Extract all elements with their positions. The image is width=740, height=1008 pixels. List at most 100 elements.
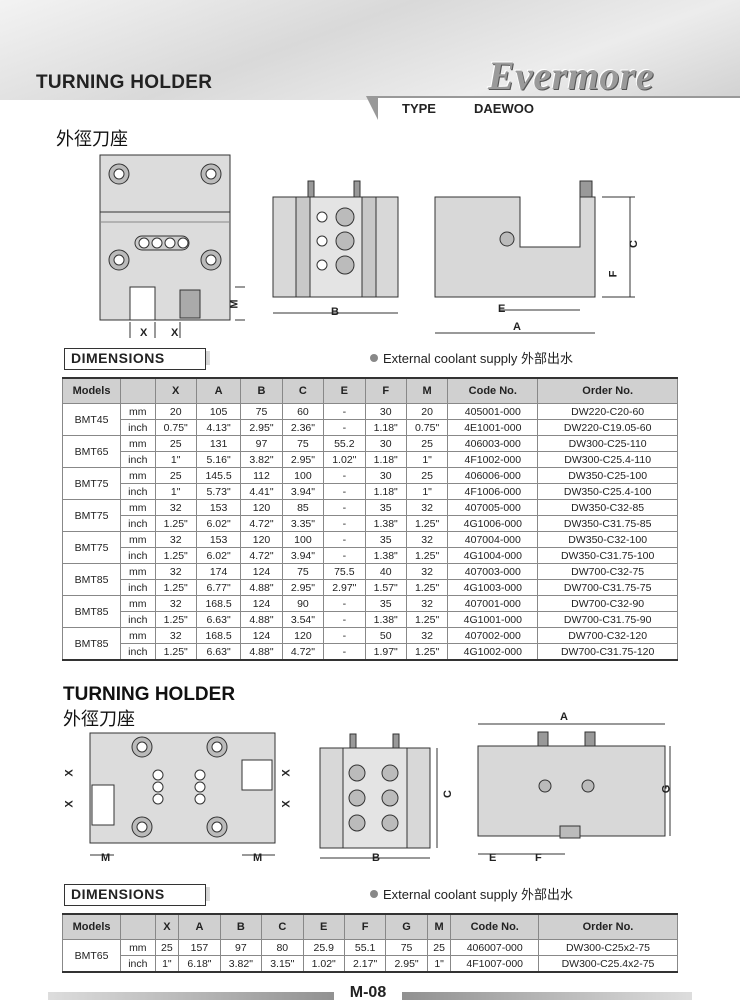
- table-cell: 25: [405, 435, 449, 452]
- table-cell: 1.25": [405, 611, 449, 628]
- table-cell: DW700-C32-90: [537, 595, 678, 612]
- table-cell: 120: [281, 627, 325, 644]
- table-header-cell: B: [240, 377, 283, 404]
- table-header-cell: [120, 377, 156, 404]
- holder-side-view-drawing: [272, 180, 399, 314]
- table-cell: 32: [154, 595, 197, 612]
- table-cell: 0.75": [405, 419, 449, 436]
- table-cell: 35: [364, 499, 407, 516]
- table-cell: 35: [364, 595, 407, 612]
- table-cell: 4F1002-000: [447, 451, 539, 468]
- unit-cell: mm: [120, 563, 156, 580]
- dimensions-heading: DIMENSIONS: [64, 348, 206, 370]
- table-cell: 1": [405, 451, 449, 468]
- type-bar: [366, 96, 740, 122]
- dim-e-label: E: [498, 303, 506, 315]
- table-cell: 97: [219, 939, 263, 956]
- table-cell: 3.15": [261, 955, 304, 973]
- table-cell: 1.38": [364, 547, 407, 564]
- dim-x-label: X: [280, 800, 293, 808]
- bullet-icon: [370, 354, 378, 362]
- unit-cell: mm: [120, 939, 156, 956]
- section2-title: TURNING HOLDER: [63, 684, 236, 705]
- table-cell: 75: [281, 563, 325, 580]
- table-cell: 1.25": [154, 515, 197, 532]
- table-cell: 2.95": [281, 451, 325, 468]
- table-cell: 32: [405, 627, 449, 644]
- model-cell: BMT85: [61, 595, 122, 628]
- unit-cell: mm: [120, 499, 156, 516]
- table-cell: 25.9: [302, 939, 345, 956]
- unit-cell: inch: [120, 483, 156, 500]
- table-cell: -: [323, 499, 366, 516]
- table-cell: 407001-000: [447, 595, 539, 612]
- brand-logo: Evermore: [488, 53, 655, 98]
- table-cell: DW350-C31.75-85: [537, 515, 678, 532]
- table-header-cell: A: [195, 377, 242, 404]
- dim-b-label: B: [372, 852, 380, 864]
- table-cell: 4.72": [281, 643, 325, 661]
- type-value: DAEWOO: [474, 101, 534, 116]
- table-header-cell: Order No.: [537, 913, 679, 940]
- table-cell: DW350-C25-100: [537, 467, 678, 484]
- dim-e-label: E: [489, 852, 497, 864]
- table-cell: 2.95": [240, 419, 283, 436]
- table-header-cell: [120, 913, 156, 940]
- unit-cell: inch: [120, 451, 156, 468]
- table-cell: 3.35": [281, 515, 325, 532]
- table-cell: DW350-C25.4-100: [537, 483, 678, 500]
- table-cell: DW700-C32-120: [537, 627, 678, 644]
- table-cell: 32: [154, 531, 197, 548]
- table-cell: 25: [426, 939, 452, 956]
- table-cell: 406003-000: [447, 435, 539, 452]
- table-cell: 0.75": [154, 419, 197, 436]
- table-cell: 100: [281, 531, 325, 548]
- table-cell: 157: [178, 939, 221, 956]
- dim-c-label: C: [627, 240, 640, 248]
- model-cell: BMT75: [61, 467, 122, 500]
- table-cell: 4.88": [240, 643, 283, 661]
- table-cell: 25: [154, 435, 197, 452]
- dimensions-label: DIMENSIONS: [71, 886, 165, 902]
- table-cell: 1.38": [364, 515, 407, 532]
- table-cell: 1.02": [302, 955, 345, 973]
- table-cell: 4G1004-000: [447, 547, 539, 564]
- table-cell: 1": [154, 451, 197, 468]
- table-cell: 75.5: [323, 563, 366, 580]
- table-cell: 4.72": [240, 547, 283, 564]
- table-cell: DW700-C31.75-75: [537, 579, 678, 596]
- table-cell: 1.18": [364, 483, 407, 500]
- table-cell: 3.54": [281, 611, 325, 628]
- table-cell: 3.82": [240, 451, 283, 468]
- unit-cell: mm: [120, 435, 156, 452]
- table-cell: 124: [240, 595, 283, 612]
- dim-m-label: M: [101, 852, 111, 864]
- table-cell: 4F1007-000: [450, 955, 539, 973]
- table-cell: 6.02": [195, 515, 242, 532]
- table-cell: DW350-C32-100: [537, 531, 678, 548]
- table-cell: 97: [240, 435, 283, 452]
- unit-cell: mm: [120, 531, 156, 548]
- table-cell: -: [323, 403, 366, 420]
- table-cell: 406006-000: [447, 467, 539, 484]
- holder-front-view-drawing: [99, 154, 245, 338]
- table-cell: -: [323, 531, 366, 548]
- coolant-note: External coolant supply 外部出水: [370, 884, 573, 903]
- table-cell: 1.25": [154, 611, 197, 628]
- table-cell: 2.95": [281, 579, 325, 596]
- table-cell: 32: [154, 627, 197, 644]
- table-cell: DW220-C19.05-60: [537, 419, 678, 436]
- table-header-cell: X: [154, 913, 180, 940]
- table-cell: 60: [281, 403, 325, 420]
- model-cell: BMT45: [61, 403, 122, 436]
- table-cell: 32: [405, 563, 449, 580]
- unit-cell: mm: [120, 595, 156, 612]
- unit-cell: inch: [120, 611, 156, 628]
